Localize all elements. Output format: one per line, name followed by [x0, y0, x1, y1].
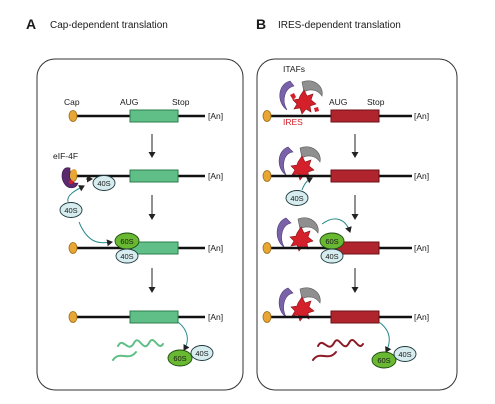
mrna-row-3: [An] 60S 40S — [68, 221, 223, 264]
eif4f-label: eIF-4F — [53, 151, 78, 161]
itaf-complex-icon — [278, 146, 321, 176]
itaf-complex-icon — [278, 287, 321, 318]
ribosome-40s — [285, 190, 309, 206]
ribosome-40s-label: 40S — [97, 179, 110, 188]
stop-label: Stop — [172, 97, 190, 107]
panel-a-letter: A — [26, 16, 36, 32]
polya-label: [An] — [414, 111, 429, 121]
mrna-row-3: [An] 60S 40S — [262, 217, 429, 264]
release-arrow — [177, 321, 190, 351]
ribosome-60s — [371, 351, 397, 369]
polya-label: [An] — [414, 171, 429, 181]
ribosome-40s — [190, 345, 214, 361]
ribosome-40s — [320, 248, 344, 264]
ribosome-40s-label: 40S — [325, 252, 338, 261]
ires-structure-icon — [290, 89, 319, 115]
release-arrow — [378, 321, 392, 353]
panel-b-frame — [256, 58, 458, 391]
ribosome-40s — [115, 248, 139, 264]
orf-box — [330, 169, 380, 183]
orf-box — [129, 109, 179, 123]
ribosome-40s-label: 40S — [290, 194, 303, 203]
mrna-row-4: [An] 60S 40S — [262, 287, 429, 369]
ribosome-40s-label: 40S — [398, 350, 411, 359]
mrna-row-1: Cap AUG Stop [An] — [64, 97, 223, 123]
cap-icon — [262, 242, 272, 254]
ribosome-40s — [59, 202, 83, 218]
polya-label: [An] — [208, 243, 223, 253]
orf-box — [129, 310, 179, 324]
cap-icon — [68, 110, 78, 122]
ribosome-60s-label: 60S — [173, 354, 186, 363]
cap-icon — [262, 311, 272, 323]
recruit-arrow — [301, 177, 313, 191]
itaf-complex-icon — [279, 80, 323, 111]
ribosome-60s-label: 60S — [325, 237, 338, 246]
panel-b: B IRES-dependent translation ITAFs IRES … — [256, 16, 458, 391]
ribosome-60s-label: 60S — [120, 237, 133, 246]
cap-icon — [262, 170, 272, 182]
cap-icon — [262, 110, 272, 122]
mrna-row-4: [An] 60S 40S — [68, 310, 223, 367]
cap-label: Cap — [64, 97, 80, 107]
ribosome-60s-label: 60S — [377, 356, 390, 365]
eif4f-complex-icon — [61, 167, 79, 189]
cap-icon — [68, 311, 78, 323]
orf-box — [129, 169, 179, 183]
ribosome-40s — [393, 346, 417, 362]
orf-box — [330, 310, 380, 324]
polya-label: [An] — [414, 243, 429, 253]
panel-b-title: IRES-dependent translation — [278, 20, 401, 31]
ribosome-40s — [92, 175, 116, 191]
mrna-row-2: [An] eIF-4F 40S 40S — [53, 151, 223, 218]
polypeptide-icon — [312, 339, 364, 361]
ribosome-40s-label: 40S — [120, 252, 133, 261]
polya-label: [An] — [414, 312, 429, 322]
panel-a: A Cap-dependent translation Cap AUG Stop… — [26, 16, 244, 391]
orf-box — [330, 109, 380, 123]
ribosome-60s — [167, 349, 193, 367]
aug-label: AUG — [120, 97, 138, 107]
mrna-row-1: ITAFs IRES AUG Stop [An] — [262, 64, 429, 127]
polya-label: [An] — [208, 312, 223, 322]
aug-label: AUG — [329, 97, 347, 107]
scanning-arrow — [321, 218, 352, 233]
polya-label: [An] — [208, 171, 223, 181]
ribosome-40s-label: 40S — [64, 206, 77, 215]
panel-b-letter: B — [256, 16, 266, 32]
scanning-arrow — [78, 221, 113, 247]
polypeptide-icon — [112, 339, 164, 361]
polya-label: [An] — [208, 111, 223, 121]
recruit-arrow — [67, 185, 85, 203]
itafs-label: ITAFs — [283, 64, 305, 74]
ires-label: IRES — [283, 117, 303, 127]
panel-a-frame — [36, 58, 244, 391]
stop-label: Stop — [367, 97, 385, 107]
ribosome-40s-label: 40S — [195, 349, 208, 358]
panel-a-title: Cap-dependent translation — [50, 20, 168, 31]
mrna-row-2: [An] 40S — [262, 146, 429, 206]
cap-icon — [68, 242, 78, 254]
